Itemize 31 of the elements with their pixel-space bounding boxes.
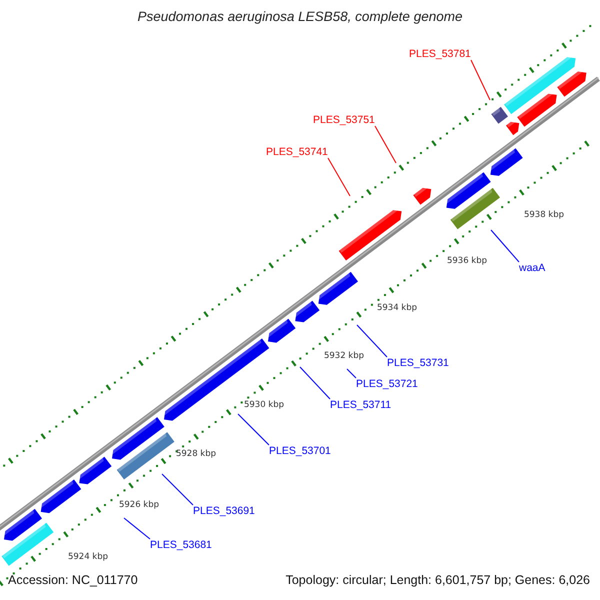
scale-label: 5930 kbp [244,400,284,410]
gene-label: PLES_53711 [330,399,392,411]
leader-line [374,126,396,164]
leader-line [238,414,270,446]
leader-line [356,324,388,358]
scale-label: 5936 kbp [446,256,488,266]
gene-label: PLES_53781 [409,48,471,60]
gene-label: waaA [519,262,546,274]
accession-text: Accession: NC_011770 [8,573,138,587]
gene-label: PLES_53681 [150,539,212,551]
leader-line [300,366,330,400]
leader-line [470,60,490,100]
scale-label: 5926 kbp [118,500,160,510]
title: Pseudomonas aeruginosa LESB58, complete genome [136,9,464,24]
leader-line [124,518,150,540]
gene-label: PLES_53751 [313,114,375,126]
summary-text: Topology: circular; Length: 6,601,757 bp; Genes: 6,026 [286,573,590,587]
scale-label: 5934 kbp [376,303,418,313]
scale-label: 5928 kbp [176,449,216,459]
gene-label: PLES_53721 [356,378,418,390]
gene-label: PLES_53741 [266,146,328,158]
scale-label: 5924 kbp [68,552,108,562]
leader-line [490,230,520,262]
leader-line [162,474,194,506]
scale-label: 5932 kbp [324,351,364,361]
gene-label: PLES_53731 [387,357,449,369]
scale-label: 5938 kbp [524,210,564,220]
leader-line [328,158,350,196]
gene-label: PLES_53701 [269,445,331,457]
gene-label: PLES_53691 [193,505,255,517]
leader-line [346,368,356,378]
